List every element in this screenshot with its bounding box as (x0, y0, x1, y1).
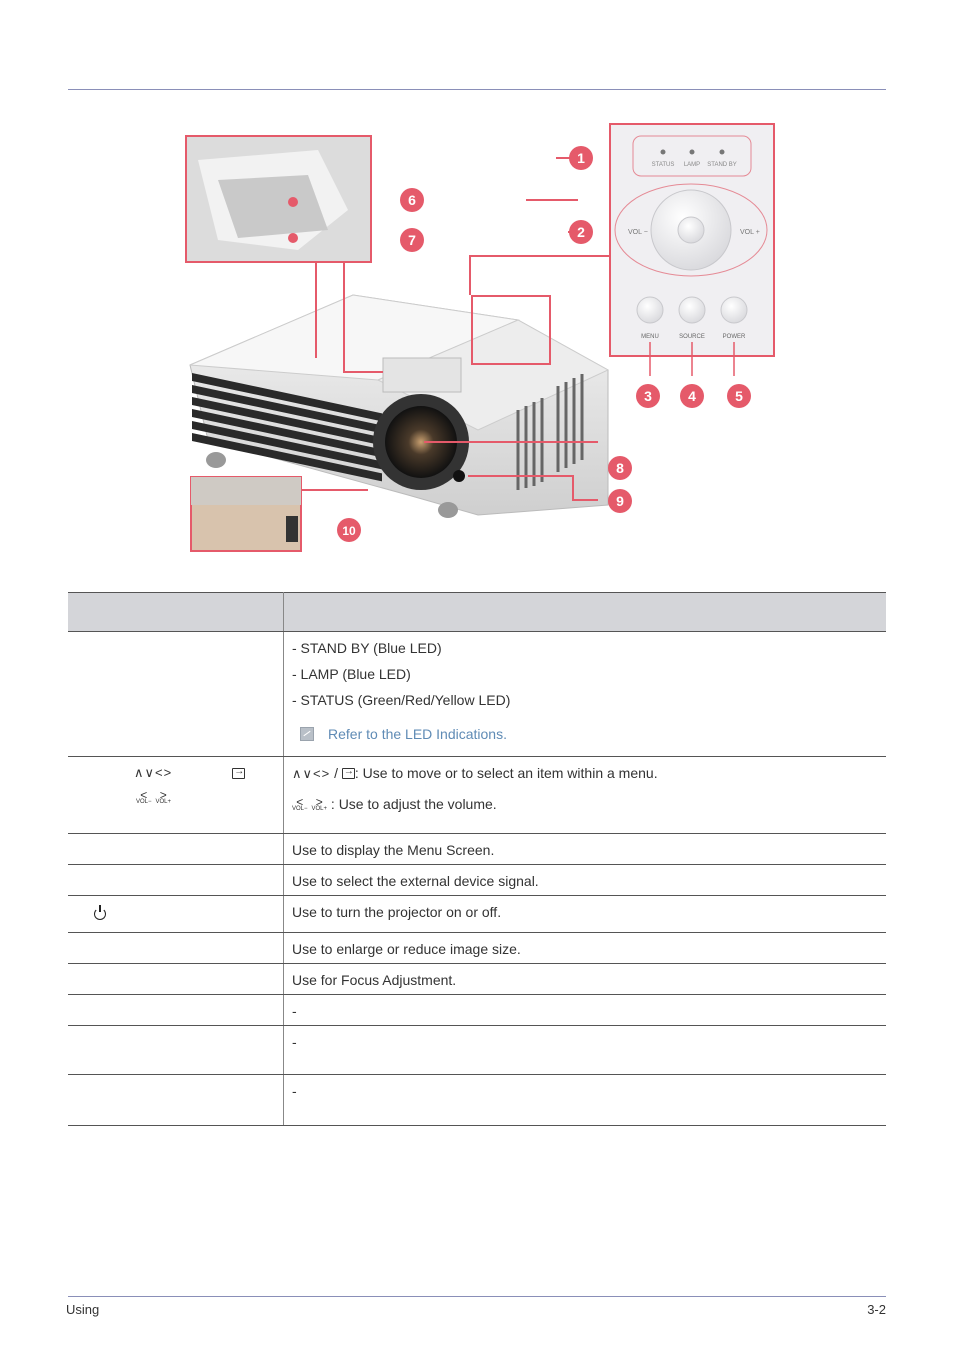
volume-icon: <VOL−>VOL+ (292, 798, 327, 812)
led-label-standby: STAND BY (707, 162, 737, 168)
menu-label: MENU (641, 334, 659, 340)
name-cell (68, 1075, 284, 1126)
source-icon (342, 768, 355, 779)
callout-3-label: 3 (644, 388, 652, 404)
note-icon (300, 727, 314, 741)
description-cell: - (284, 1026, 887, 1075)
description-cell: - STAND BY (Blue LED) - LAMP (Blue LED) … (284, 632, 887, 757)
footer-section-name: Using (66, 1302, 99, 1317)
header-cell-description (284, 593, 887, 632)
header-cell-name (68, 593, 284, 632)
slash-separator: / (330, 765, 342, 781)
table-row: Use to turn the projector on or off. (68, 896, 886, 933)
projector-figure: STATUS LAMP STAND BY VOL − VOL + MENU SO… (178, 120, 776, 560)
source-label: SOURCE (679, 334, 705, 340)
table-row: ∧∨<> <VOL−>VOL+ ∧∨<> / : Use to move or … (68, 757, 886, 834)
led-note-link[interactable]: Refer to the LED Indications. (328, 726, 507, 742)
direction-arrows-icon: ∧∨<> (292, 766, 330, 781)
name-cell (68, 964, 284, 995)
description-cell: ∧∨<> / : Use to move or to select an ite… (284, 757, 887, 834)
led-label-lamp: LAMP (684, 162, 700, 168)
led-status-line: - STATUS (Green/Red/Yellow LED) (292, 692, 878, 708)
description-cell: Use to enlarge or reduce image size. (284, 933, 887, 964)
direction-arrows-icon: ∧∨<> (134, 765, 172, 781)
vol-plus-label: VOL + (740, 229, 760, 236)
name-cell (68, 933, 284, 964)
callout-2-label: 2 (577, 224, 585, 240)
callout-6-label: 6 (408, 192, 416, 208)
control-panel-inset: STATUS LAMP STAND BY VOL − VOL + MENU SO… (610, 124, 774, 376)
led-lamp-line: - LAMP (Blue LED) (292, 666, 878, 682)
name-cell (68, 632, 284, 757)
table-row: - (68, 1026, 886, 1075)
led-note: Refer to the LED Indications. (300, 726, 878, 742)
footer-rule (68, 1296, 886, 1297)
footer-page-number: 3-2 (867, 1302, 886, 1317)
table-row: Use for Focus Adjustment. (68, 964, 886, 995)
callout-10-label: 10 (342, 524, 356, 538)
led-label-status: STATUS (652, 162, 675, 168)
zoom-focus-inset (186, 136, 371, 262)
table-row: - (68, 995, 886, 1026)
callout-7-label: 7 (408, 232, 416, 248)
name-cell (68, 834, 284, 865)
volume-icon: <VOL−>VOL+ (136, 791, 171, 805)
led-standby-line: - STAND BY (Blue LED) (292, 640, 878, 656)
bottom-inset (191, 477, 301, 551)
power-label: POWER (723, 334, 746, 340)
vol-minus-label: VOL − (628, 229, 648, 236)
table-row: Use to display the Menu Screen. (68, 834, 886, 865)
description-cell: - (284, 995, 887, 1026)
name-cell (68, 896, 284, 933)
power-icon (94, 908, 106, 920)
table-header-row (68, 593, 886, 632)
table-row: Use to select the external device signal… (68, 865, 886, 896)
description-cell: Use for Focus Adjustment. (284, 964, 887, 995)
callout-4-label: 4 (688, 388, 696, 404)
table-row: - STAND BY (Blue LED) - LAMP (Blue LED) … (68, 632, 886, 757)
callout-8-label: 8 (616, 460, 624, 476)
parts-table: - STAND BY (Blue LED) - LAMP (Blue LED) … (68, 592, 886, 1126)
description-cell: Use to display the Menu Screen. (284, 834, 887, 865)
source-icon (232, 768, 245, 779)
name-cell (68, 865, 284, 896)
volume-description: : Use to adjust the volume. (327, 796, 497, 812)
table-row: - (68, 1075, 886, 1126)
move-description: : Use to move or to select an item withi… (355, 765, 658, 781)
description-cell: Use to select the external device signal… (284, 865, 887, 896)
name-cell (68, 995, 284, 1026)
top-rule (68, 89, 886, 90)
name-cell: ∧∨<> <VOL−>VOL+ (68, 757, 284, 834)
description-cell: Use to turn the projector on or off. (284, 896, 887, 933)
callout-1-label: 1 (577, 150, 585, 166)
callout-9-label: 9 (616, 493, 624, 509)
name-cell (68, 1026, 284, 1075)
callout-5-label: 5 (735, 388, 743, 404)
description-cell: - (284, 1075, 887, 1126)
table-row: Use to enlarge or reduce image size. (68, 933, 886, 964)
